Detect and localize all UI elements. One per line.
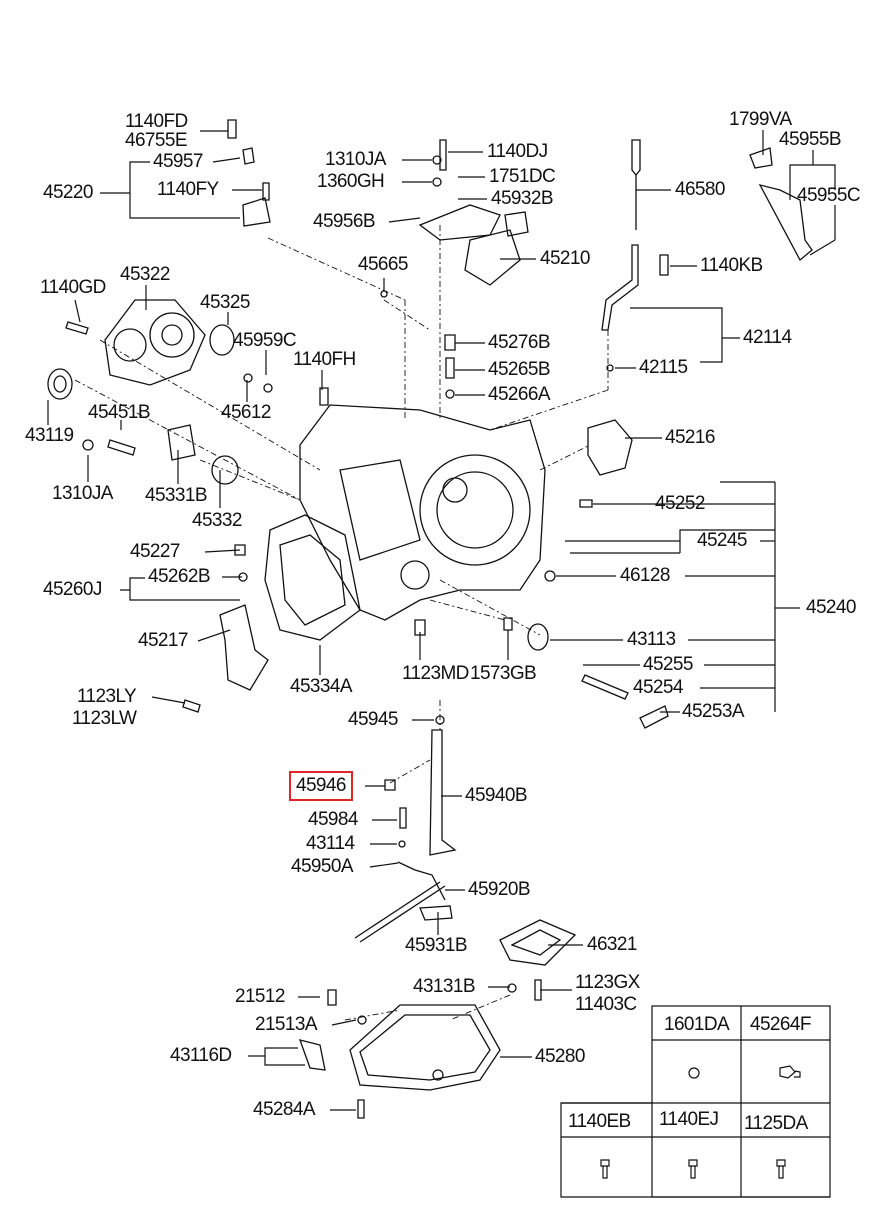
table-header-1140eb[interactable]: 1140EB: [568, 1111, 631, 1132]
highlighted-part-label[interactable]: 45946: [289, 771, 353, 801]
part-label[interactable]: 45322: [120, 264, 170, 285]
part-label[interactable]: 43113: [627, 629, 676, 650]
part-label[interactable]: 45266A: [488, 384, 551, 405]
part-label[interactable]: 43131B: [413, 976, 476, 997]
part-label[interactable]: 45332: [192, 510, 242, 531]
part-label[interactable]: 1799VA: [729, 109, 792, 130]
part-label[interactable]: 45216: [665, 427, 715, 448]
side-cover: [264, 514, 361, 641]
part-label[interactable]: 45665: [358, 254, 408, 275]
leader-lines: [47, 130, 836, 1111]
part-label[interactable]: 45240: [806, 597, 856, 618]
part-label[interactable]: 45260J: [43, 579, 102, 600]
part-label[interactable]: 1140FH: [293, 349, 356, 370]
part-label[interactable]: 45451B: [88, 402, 151, 423]
part-label[interactable]: 45331B: [145, 485, 208, 506]
part-label[interactable]: 1140DJ: [487, 141, 548, 162]
part-label[interactable]: 45334A: [290, 676, 353, 697]
part-label[interactable]: 43114: [306, 833, 355, 854]
table-header-1140ej[interactable]: 1140EJ: [659, 1109, 719, 1130]
transmission-case: [299, 404, 546, 621]
table-header-1125da[interactable]: 1125DA: [744, 1113, 808, 1134]
part-label[interactable]: 45955C: [797, 185, 861, 206]
part-label[interactable]: 45612: [221, 402, 271, 423]
part-label[interactable]: 45276B: [488, 332, 551, 353]
bolt-icon-1140ej: [688, 1159, 698, 1179]
oil-pan: [349, 1004, 501, 1091]
part-label[interactable]: 45945: [348, 709, 398, 730]
part-label[interactable]: 1140FD: [125, 111, 188, 132]
part-label[interactable]: 45920B: [468, 879, 531, 900]
part-label[interactable]: 45955B: [779, 129, 842, 150]
part-label[interactable]: 45284A: [253, 1099, 316, 1120]
part-label[interactable]: 45254: [633, 677, 683, 698]
part-label[interactable]: 11403C: [575, 994, 637, 1015]
assembly-lines: [74, 225, 609, 1021]
part-label[interactable]: 45956B: [313, 211, 376, 232]
parts-table-grid: [560, 1005, 831, 1198]
part-label[interactable]: 45325: [200, 292, 250, 313]
part-shapes: [47, 119, 813, 1119]
part-label[interactable]: 46755E: [125, 130, 188, 151]
part-label[interactable]: 45950A: [291, 856, 354, 877]
part-label[interactable]: 45957: [153, 151, 203, 172]
part-label[interactable]: 46580: [675, 179, 725, 200]
part-label[interactable]: 45252: [655, 493, 705, 514]
part-label[interactable]: 45262B: [148, 566, 211, 587]
part-label[interactable]: 45932B: [491, 188, 554, 209]
washer-icon: [688, 1067, 700, 1079]
part-label[interactable]: 46128: [620, 565, 670, 586]
part-label[interactable]: 45217: [138, 630, 188, 651]
part-label[interactable]: 45940B: [465, 785, 528, 806]
part-label[interactable]: 45253A: [682, 701, 745, 722]
table-header-45264f[interactable]: 45264F: [750, 1014, 811, 1035]
part-label[interactable]: 1123LY: [77, 686, 137, 707]
part-label[interactable]: 45265B: [488, 359, 551, 380]
part-label[interactable]: 1123GX: [575, 972, 640, 993]
part-label[interactable]: 43119: [25, 425, 74, 446]
part-label[interactable]: 45210: [540, 248, 590, 269]
part-label[interactable]: 1310JA: [325, 149, 386, 170]
part-label[interactable]: 1573GB: [470, 663, 537, 684]
part-label[interactable]: 45931B: [405, 935, 468, 956]
part-label[interactable]: 1310JA: [52, 483, 113, 504]
part-label[interactable]: 1360GH: [317, 171, 385, 192]
part-label[interactable]: 46321: [587, 934, 637, 955]
bolt-icon-1125da: [776, 1159, 786, 1179]
part-label[interactable]: 45959C: [233, 330, 297, 351]
part-label[interactable]: 42114: [743, 327, 792, 348]
part-label[interactable]: 45984: [308, 809, 358, 830]
part-label[interactable]: 1140KB: [700, 255, 763, 276]
part-label[interactable]: 21512: [235, 986, 285, 1007]
part-label[interactable]: 21513A: [255, 1014, 318, 1035]
part-label[interactable]: 45255: [643, 654, 693, 675]
part-label[interactable]: 1123LW: [72, 708, 137, 729]
part-label[interactable]: 45220: [43, 182, 93, 203]
plug-icon: [779, 1065, 801, 1079]
part-label[interactable]: 1751DC: [489, 166, 556, 187]
table-header-1601da[interactable]: 1601DA: [664, 1014, 730, 1035]
bolt-icon-1140eb: [600, 1159, 610, 1179]
part-label[interactable]: 45280: [535, 1046, 585, 1067]
part-label[interactable]: 1123MD: [402, 663, 469, 684]
part-label[interactable]: 1140GD: [40, 277, 106, 298]
part-label[interactable]: 45245: [697, 530, 747, 551]
part-label[interactable]: 42115: [639, 357, 688, 378]
part-label[interactable]: 45227: [130, 541, 180, 562]
part-label[interactable]: 43116D: [170, 1045, 232, 1066]
part-label[interactable]: 1140FY: [157, 179, 219, 200]
